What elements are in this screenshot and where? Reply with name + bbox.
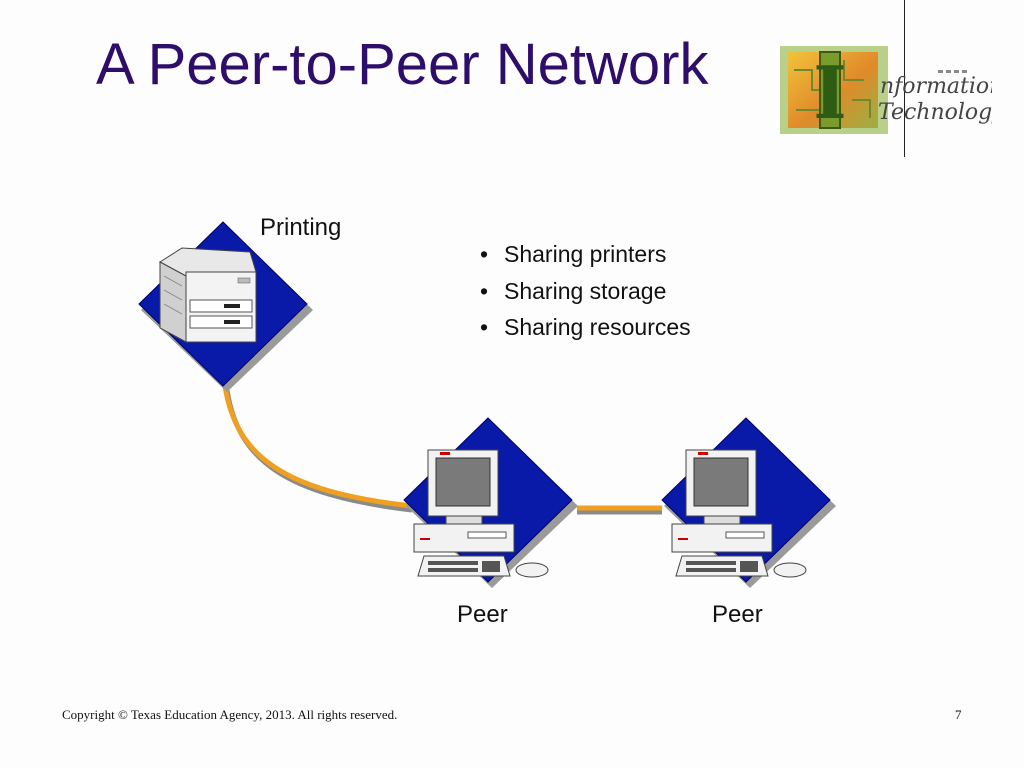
logo-text-line1: nformation bbox=[880, 74, 992, 99]
information-technology-logo: I nformation Technology bbox=[780, 46, 992, 135]
bullet-item: •Sharing printers bbox=[480, 241, 667, 267]
peer-node-2-label: Peer bbox=[712, 601, 763, 628]
logo-text-line2: Technology bbox=[878, 100, 992, 125]
bullet-list: •Sharing printers •Sharing storage •Shar… bbox=[480, 240, 691, 350]
computer-icon bbox=[413, 449, 549, 578]
title-divider-line bbox=[904, 0, 905, 157]
bullet-item: •Sharing storage bbox=[480, 277, 667, 304]
printer-node bbox=[138, 221, 313, 392]
logo-letter: I bbox=[813, 50, 847, 135]
cable-printer-to-peer1 bbox=[222, 385, 413, 509]
peer-node-1-label: Peer bbox=[457, 601, 508, 628]
bullet-dot: • bbox=[480, 314, 489, 340]
footer-copyright: Copyright © Texas Education Agency, 2013… bbox=[62, 707, 398, 722]
network-diagram bbox=[138, 221, 836, 588]
slide-title: A Peer-to-Peer Network bbox=[96, 32, 709, 97]
bullet-dot: • bbox=[480, 277, 489, 304]
peer-node-1 bbox=[403, 417, 578, 588]
computer-icon bbox=[671, 449, 807, 578]
printer-node-label: Printing bbox=[260, 214, 342, 241]
peer-node-2 bbox=[661, 417, 836, 588]
bullet-item: •Sharing resources bbox=[480, 314, 691, 340]
printer-icon bbox=[159, 247, 257, 343]
bullet-dot: • bbox=[480, 241, 489, 267]
footer-page-number: 7 bbox=[955, 707, 962, 722]
